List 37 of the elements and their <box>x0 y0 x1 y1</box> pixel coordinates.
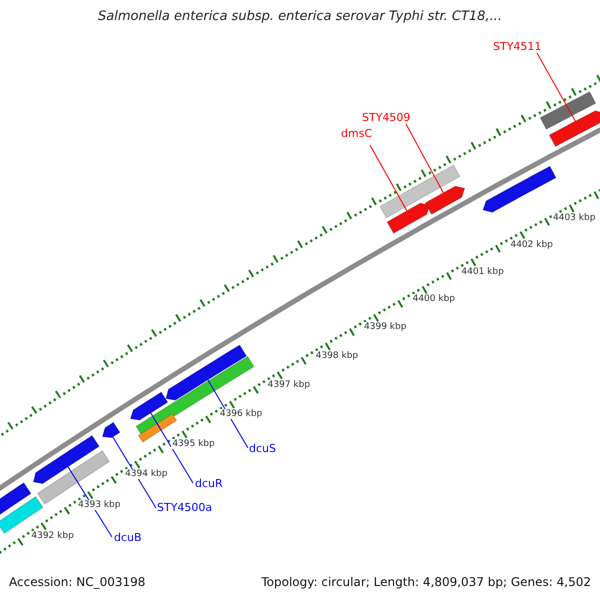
scale-label: 4401 kbp <box>460 266 505 277</box>
gene-block <box>548 110 600 147</box>
scale-label: 4396 kbp <box>218 409 264 420</box>
gene-label: STY4511 <box>493 40 542 53</box>
gene-block <box>386 202 430 234</box>
gene-block <box>166 344 247 401</box>
scale-label: 4400 kbp <box>412 294 456 304</box>
scale-label: 4402 kbp <box>509 240 554 250</box>
scale-label: 4394 kbp <box>124 469 168 480</box>
gene-block <box>380 164 460 218</box>
genome-info-text: Topology: circular; Length: 4,809,037 bp; Genes: 4,502 <box>261 575 591 589</box>
scale-label: 4398 kbp <box>314 350 360 361</box>
scale-label: 4392 kbp <box>30 530 75 541</box>
leader-line <box>150 412 194 484</box>
gene-block <box>33 435 100 484</box>
leader-line <box>112 436 156 508</box>
leader-line <box>406 124 444 194</box>
gene-block <box>130 392 168 420</box>
scale-label: 4399 kbp <box>363 322 408 332</box>
leader-line <box>536 52 576 122</box>
gene-label: dcuB <box>114 531 142 544</box>
title: Salmonella enterica subsp. enterica serovar Typhi str. CT18,... <box>97 9 503 24</box>
scale-label: 4393 kbp <box>77 500 122 510</box>
gene-block <box>482 166 556 213</box>
gene-block <box>540 91 596 130</box>
gene-label: dcuR <box>195 477 223 490</box>
gene-label: STY4500a <box>157 501 212 514</box>
gene-label: STY4509 <box>362 111 410 124</box>
gene-label: dcuS <box>249 442 276 455</box>
scale-label: 4395 kbp <box>171 439 216 450</box>
leader-line <box>370 144 408 212</box>
scale-label: 4403 kbp <box>552 212 596 223</box>
gene-block <box>102 422 120 438</box>
gene-block <box>424 186 466 215</box>
accession-text: Accession: NC_003198 <box>9 575 146 589</box>
scale-label: 4397 kbp <box>266 380 312 390</box>
gene-label: dmsC <box>341 127 372 140</box>
